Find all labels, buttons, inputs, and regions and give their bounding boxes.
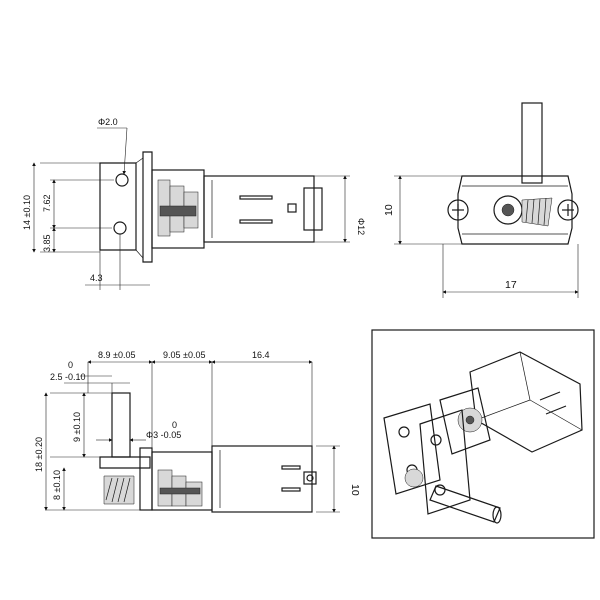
isometric-view	[371, 329, 595, 539]
bottom-left-view: 0 8.9 ±0.05 9.05 ±0.05 16.4 2.5 -0.10 9 …	[34, 350, 361, 513]
side-shaft	[111, 392, 131, 458]
dim-lower-height: 8 ±0.10	[52, 470, 62, 500]
top-right-view: 10 17	[383, 102, 579, 298]
output-shaft	[521, 102, 543, 184]
dim-shaft-len: 9 ±0.10	[72, 412, 82, 442]
dim-plate-offset: 4.3	[90, 273, 103, 283]
dim-shaft-dia: Φ3 -0.05	[146, 430, 181, 440]
dim-shaft-offset: 2.5 -0.10	[50, 372, 86, 382]
dim-total-height: 18 ±0.20	[34, 437, 44, 472]
dim-hole-dia: Φ2.0	[98, 117, 118, 127]
dim-gear-len: 9.05 ±0.05	[163, 350, 205, 360]
dim-shaft-pos: 8.9 ±0.05	[98, 350, 135, 360]
dim-motor-height: 10	[349, 484, 361, 496]
dim-hole-spacing: 7.62	[42, 194, 52, 212]
gear-train	[157, 179, 199, 237]
screw-left	[447, 199, 469, 221]
dim-motor-len: 16.4	[252, 350, 270, 360]
dim-zero-top: 0	[68, 360, 73, 370]
dim-front-height: 10	[383, 204, 395, 216]
dim-hole-offset: 3.85	[42, 234, 52, 252]
dim-height-14: 14 ±0.10	[22, 195, 32, 230]
iso-frame	[371, 329, 595, 539]
top-left-view: Φ2.0 14 ±0.10 7.62 3.85 4.3 Φ12	[22, 117, 366, 290]
mount-hole-top	[115, 173, 129, 187]
dim-motor-dia: Φ12	[356, 218, 366, 235]
dim-shaft-dia-zero: 0	[172, 420, 177, 430]
mount-hole-bottom	[113, 221, 127, 235]
screw-right	[557, 199, 579, 221]
dim-front-width: 17	[505, 279, 517, 291]
